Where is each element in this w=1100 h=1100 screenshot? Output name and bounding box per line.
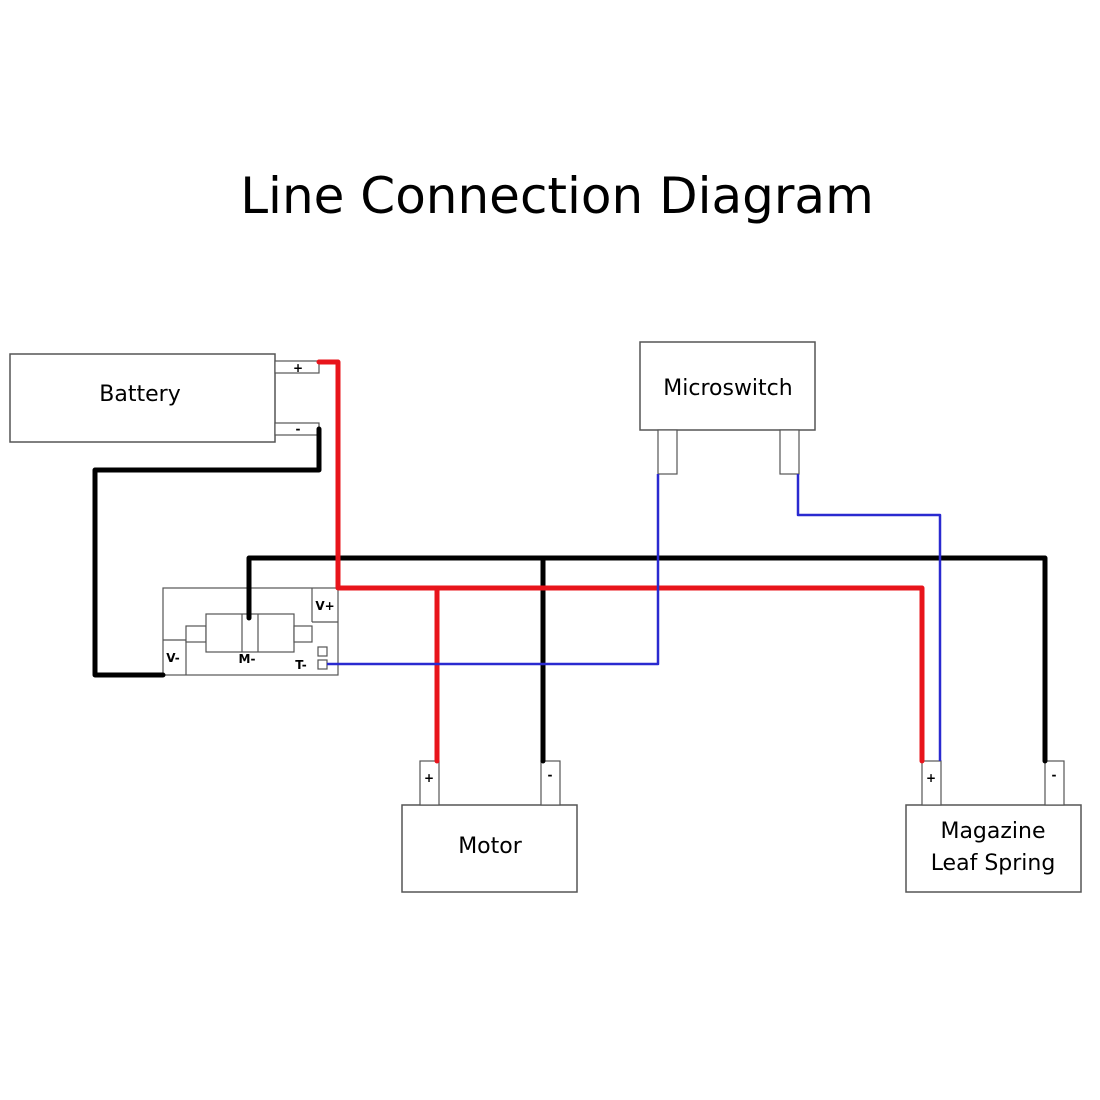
motor-component: Motor + - <box>401 760 578 893</box>
motor-negative-terminal <box>540 760 561 806</box>
battery-label: Battery <box>99 382 180 407</box>
motor-negative-sign: - <box>548 768 553 782</box>
wire-ground-bus <box>246 555 1048 764</box>
magazine-positive-sign: + <box>926 771 936 785</box>
battery-component: Battery + - <box>9 353 320 443</box>
t-minus-label: T- <box>295 658 306 672</box>
magazine-leaf-spring-box <box>905 804 1082 893</box>
microswitch-left-terminal <box>657 429 678 475</box>
motor-positive-terminal <box>419 760 440 806</box>
microswitch-label: Microswitch <box>663 376 792 401</box>
microswitch-box <box>639 341 816 431</box>
wire-microswitch-to-magazine <box>796 474 942 761</box>
board-pad-t-minus <box>317 659 328 670</box>
battery-negative-sign: - <box>296 422 301 436</box>
motor-positive-sign: + <box>424 771 434 785</box>
control-board: V- V+ M- T- <box>162 587 339 676</box>
diagram-title: Line Connection Diagram <box>240 167 874 225</box>
v-minus-label: V- <box>166 651 179 665</box>
wire-positive-bus <box>316 359 925 764</box>
v-plus-label: V+ <box>315 599 334 613</box>
wire-trigger-signal <box>327 474 660 666</box>
battery-positive-sign: + <box>293 361 303 375</box>
motor-label: Motor <box>458 834 523 859</box>
microswitch-component: Microswitch <box>639 341 816 475</box>
magazine-negative-sign: - <box>1052 768 1057 782</box>
board-pad-upper <box>317 646 328 657</box>
magazine-label-line2: Leaf Spring <box>931 851 1056 876</box>
m-minus-label: M- <box>239 652 256 666</box>
magazine-negative-terminal <box>1044 760 1065 806</box>
battery-box <box>9 353 276 443</box>
wire-battery-negative <box>92 426 322 678</box>
magazine-positive-terminal <box>921 760 942 806</box>
microswitch-right-terminal <box>779 429 800 475</box>
magazine-label-line1: Magazine <box>940 819 1045 844</box>
board-component-icon <box>185 613 313 653</box>
motor-box <box>401 804 578 893</box>
battery-positive-terminal <box>274 360 320 374</box>
magazine-leaf-spring-component: Magazine Leaf Spring + - <box>905 760 1082 893</box>
